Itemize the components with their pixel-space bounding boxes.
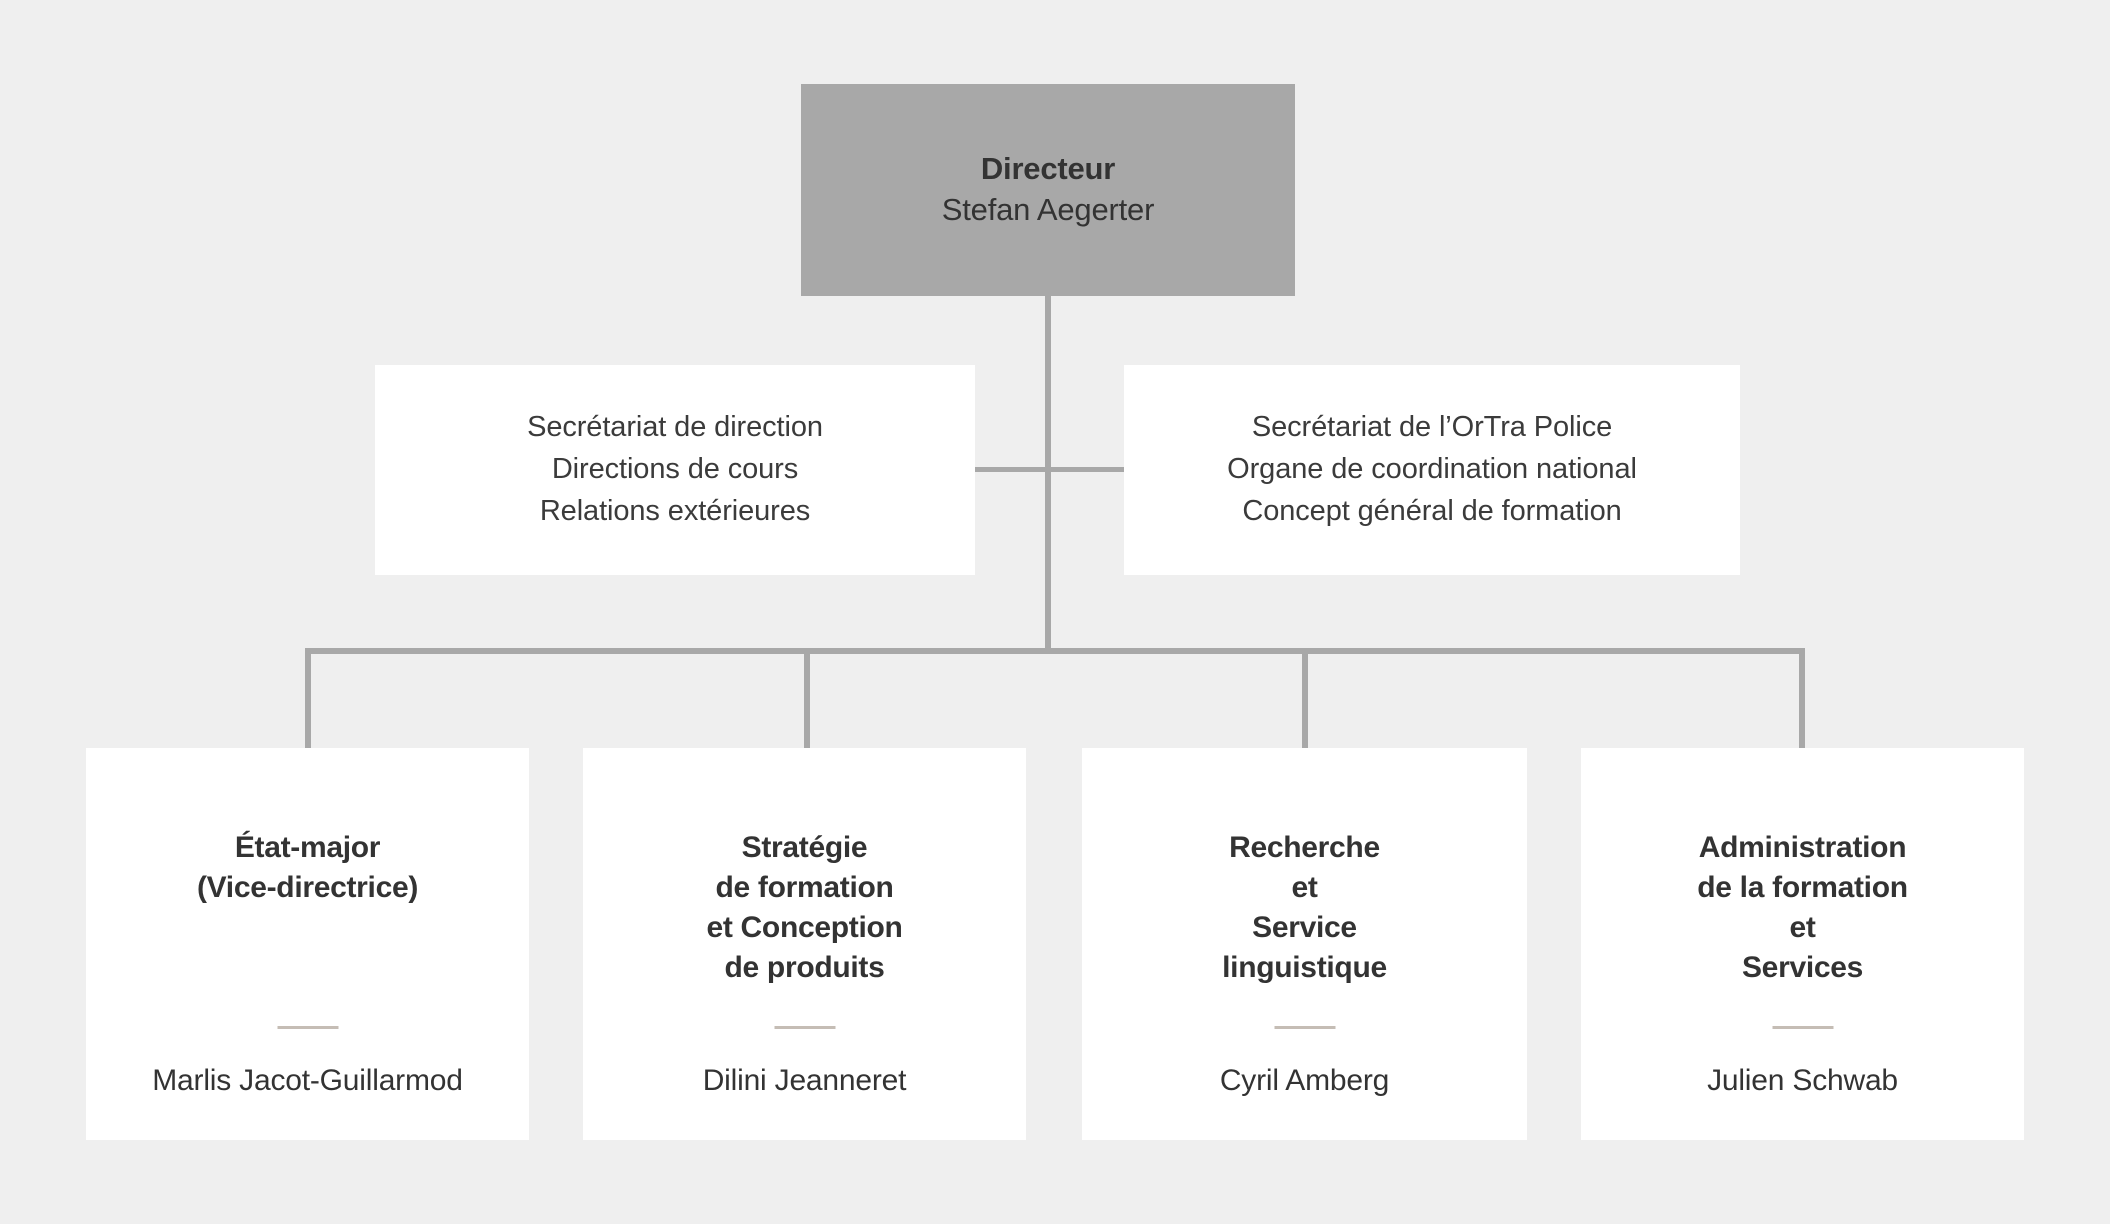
unit-title: Recherche et Service linguistique	[1222, 831, 1387, 984]
director-name: Stefan Aegerter	[941, 192, 1155, 227]
connector-stub-right	[1050, 467, 1160, 472]
node-secretariat-direction[interactable]: Secrétariat de direction Directions de c…	[375, 365, 975, 575]
unit-person-name: Cyril Amberg	[1219, 1064, 1390, 1097]
unit-divider	[774, 1026, 835, 1029]
staff-line: Secrétariat de direction	[527, 411, 823, 444]
staff-line: Organe de coordination national	[1227, 453, 1637, 486]
node-unit-strategie-formation[interactable]: Stratégie de formation et Conception de …	[583, 748, 1026, 1140]
connector-leg-unit-4	[1799, 648, 1805, 792]
connector-leg-unit-2	[804, 648, 810, 792]
connector-horizontal-bus	[305, 648, 1805, 654]
connector-director-stem	[1045, 296, 1051, 652]
director-role: Directeur	[980, 151, 1116, 187]
staff-line: Relations extérieures	[539, 494, 811, 527]
node-unit-administration-formation-services[interactable]: Administration de la formation et Servic…	[1581, 748, 2024, 1140]
node-unit-recherche-service-linguistique[interactable]: Recherche et Service linguistique Cyril …	[1082, 748, 1527, 1140]
unit-person-name: Marlis Jacot-Guillarmod	[152, 1064, 463, 1097]
node-director[interactable]: Directeur Stefan Aegerter	[801, 84, 1295, 296]
unit-divider	[277, 1026, 338, 1029]
unit-divider	[1772, 1026, 1833, 1029]
unit-divider	[1274, 1026, 1335, 1029]
node-secretariat-ortra[interactable]: Secrétariat de l’OrTra Police Organe de …	[1124, 365, 1740, 575]
unit-title: Administration de la formation et Servic…	[1697, 831, 1908, 984]
connector-leg-unit-1	[305, 648, 311, 792]
unit-person-name: Julien Schwab	[1707, 1064, 1898, 1097]
connector-leg-unit-3	[1302, 648, 1308, 792]
unit-title: État-major (Vice-directrice)	[196, 831, 419, 904]
node-unit-etat-major[interactable]: État-major (Vice-directrice) Marlis Jaco…	[86, 748, 529, 1140]
connector-stub-left	[940, 467, 1046, 472]
staff-line: Directions de cours	[551, 453, 799, 486]
unit-person-name: Dilini Jeanneret	[702, 1064, 907, 1097]
unit-title: Stratégie de formation et Conception de …	[706, 831, 903, 984]
staff-line: Secrétariat de l’OrTra Police	[1251, 411, 1613, 444]
staff-line: Concept général de formation	[1242, 494, 1622, 527]
